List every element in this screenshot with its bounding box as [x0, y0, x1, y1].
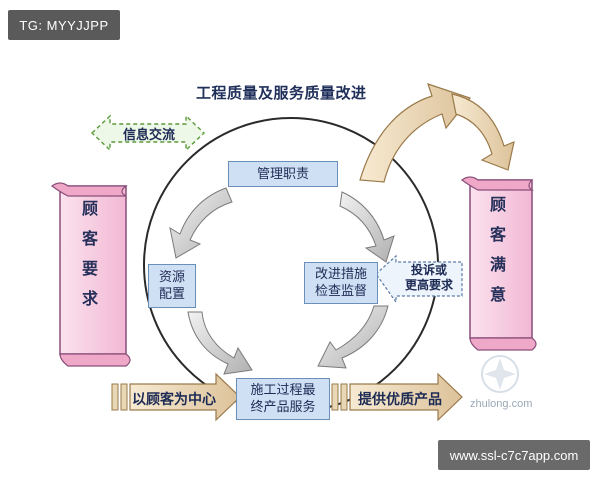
- customer-requirements-scroll: [50, 182, 131, 367]
- customer-satisfaction-scroll: [460, 176, 537, 351]
- customer-satisfaction-label: 顾客满意: [487, 196, 506, 316]
- node-construction-service: 施工过程最 终产品服务: [236, 378, 330, 420]
- info-exchange-label: 信息交流: [122, 128, 175, 143]
- customer-center-arrow: [111, 372, 241, 422]
- cycle-arrow-top-right: [339, 191, 395, 263]
- zhulong-logo: [481, 355, 519, 393]
- feedback-curved-arrow: [359, 83, 472, 183]
- node-resource-allocation: 资源 配置: [148, 264, 196, 308]
- node-improvement-inspection: 改进措施 检查监督: [304, 262, 378, 304]
- watermark-text: zhulong.com: [470, 398, 533, 410]
- info-exchange-arrow: [90, 114, 206, 152]
- channel-badge: TG: MYYJJPP: [8, 10, 120, 40]
- complaint-arrow: [375, 254, 463, 304]
- cycle-arrow-bottom-right: [317, 305, 389, 369]
- customer-requirements-label: 顾客要求: [79, 200, 98, 320]
- customer-center-label: 以顾客为中心: [132, 392, 216, 408]
- diagram-title: 工程质量及服务质量改进: [196, 84, 367, 102]
- quality-product-label: 提供优质产品: [358, 392, 442, 408]
- site-url-badge: www.ssl-c7c7app.com: [438, 440, 590, 470]
- cycle-arrow-bottom-left: [187, 311, 253, 375]
- cycle-arrow-top-left: [169, 187, 233, 259]
- node-management-responsibility: 管理职责: [228, 161, 338, 187]
- complaint-label: 投诉或 更高要求: [404, 263, 453, 292]
- quality-product-arrow: [331, 372, 463, 422]
